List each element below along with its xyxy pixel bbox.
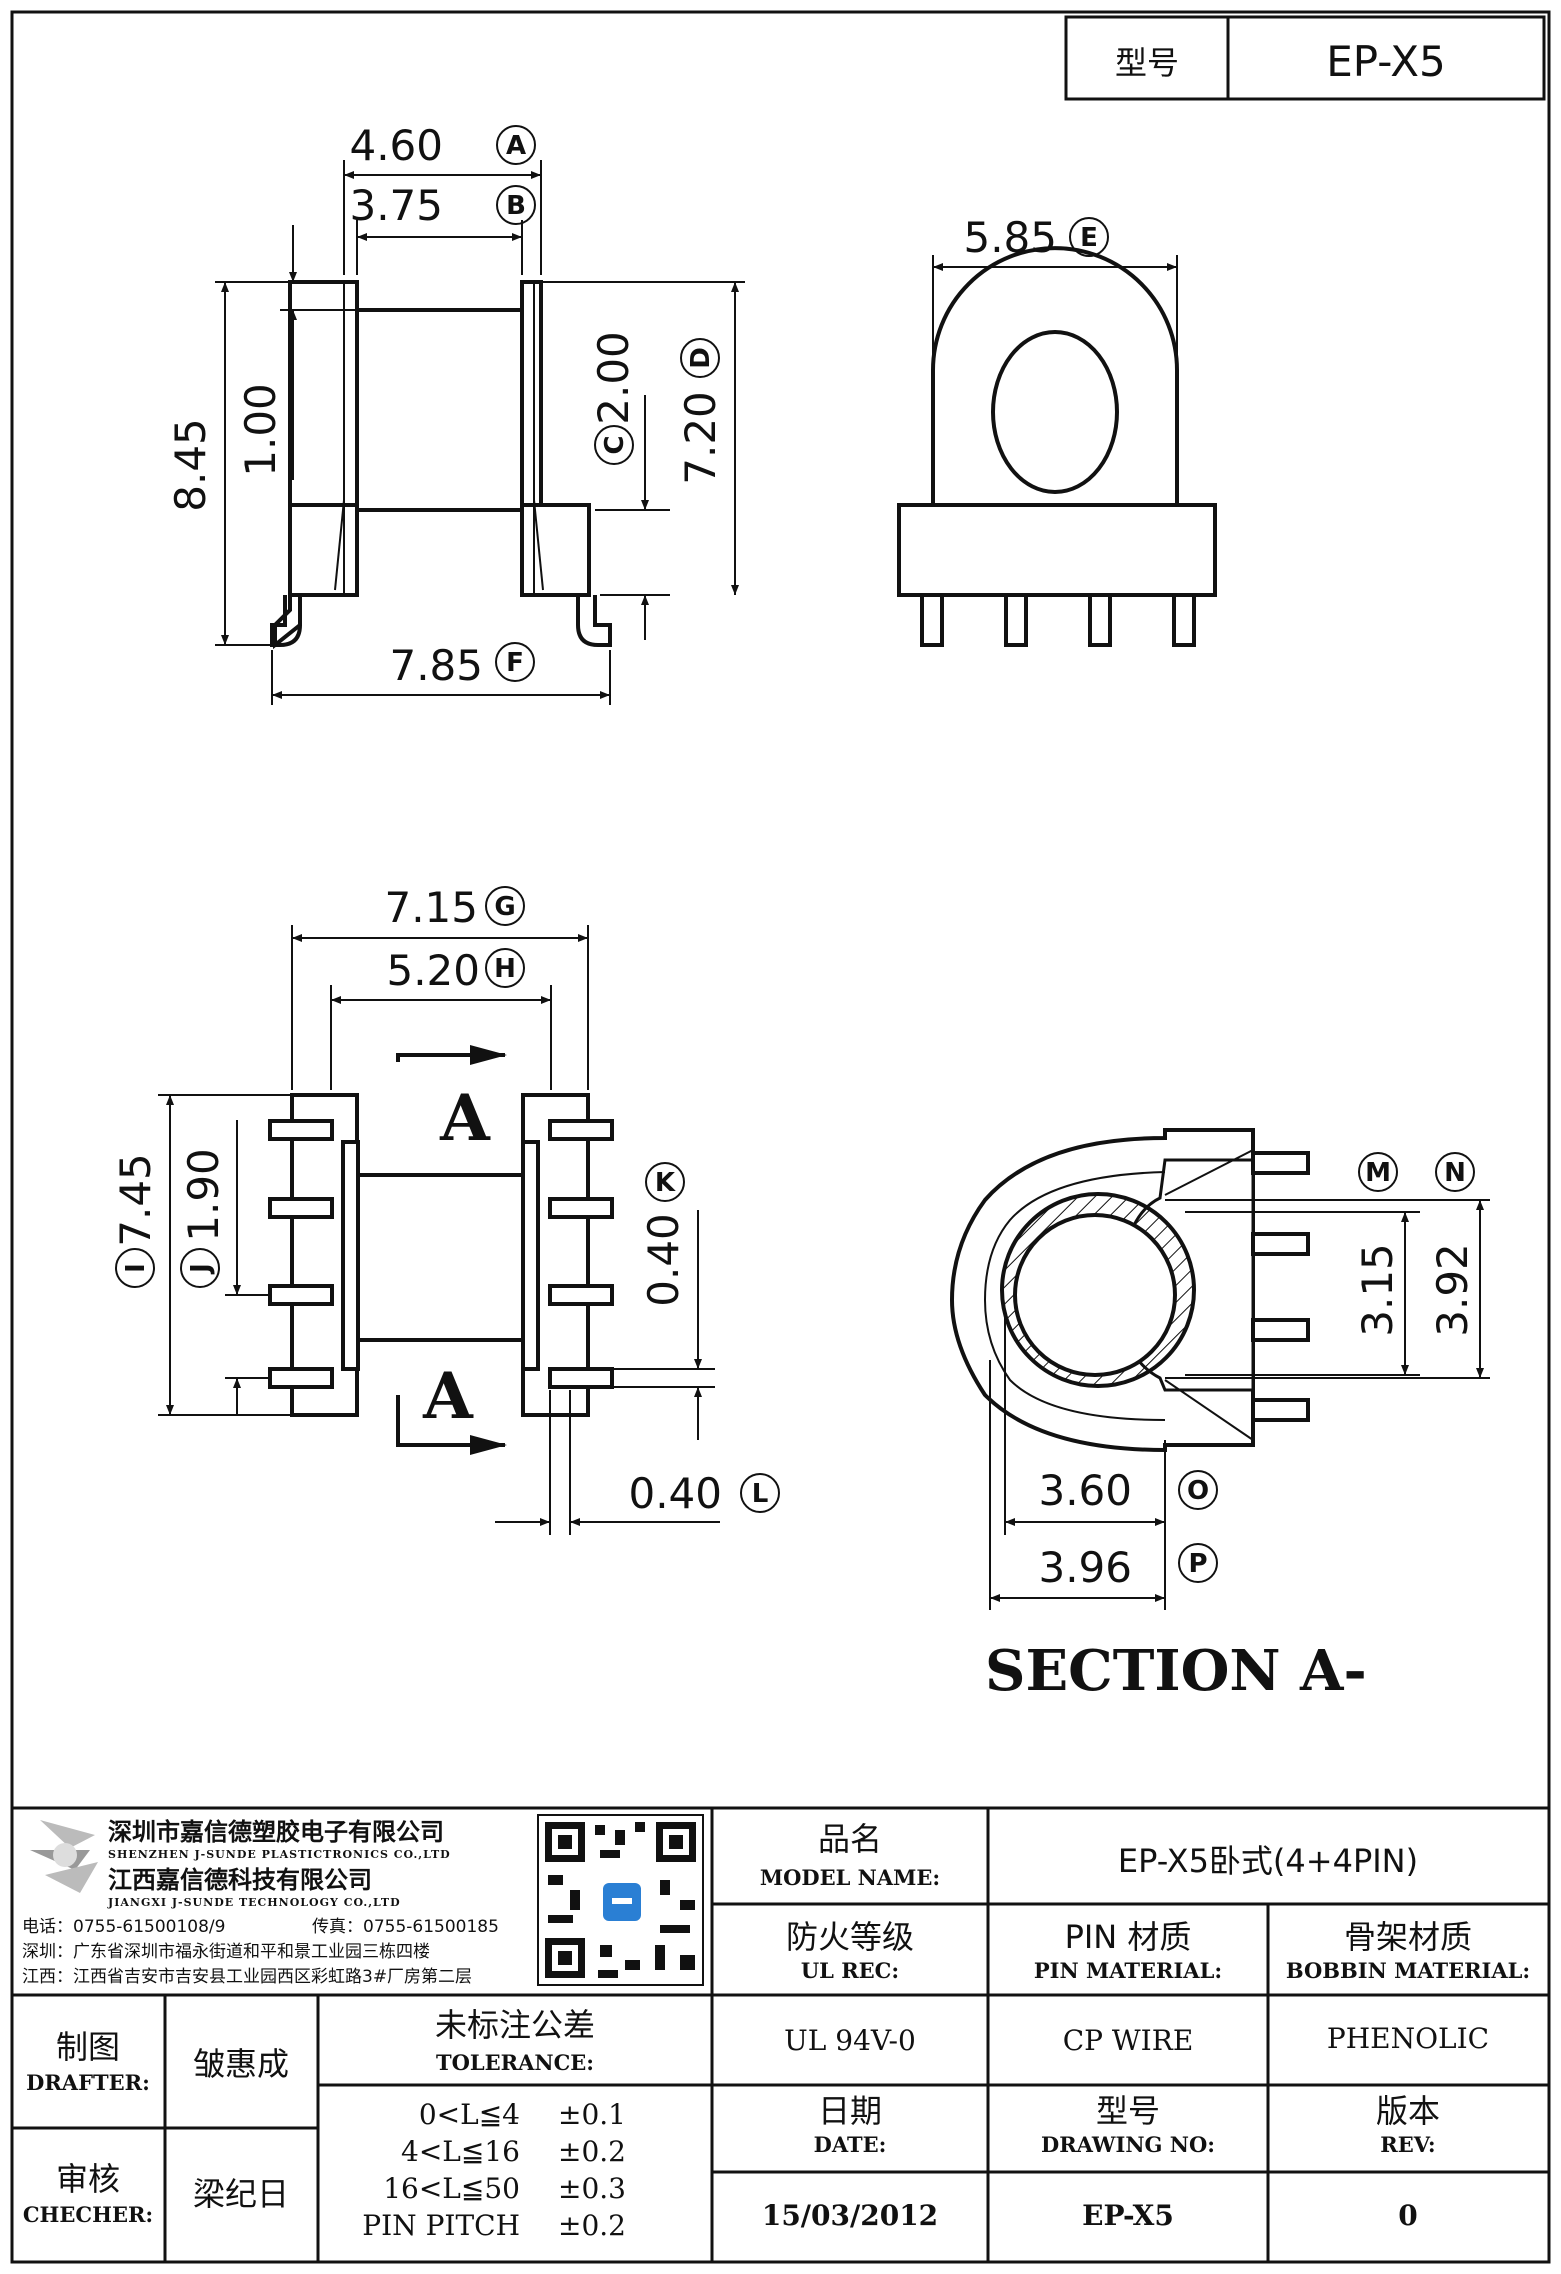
- model-name-en: MODEL NAME:: [760, 1865, 940, 1890]
- dim-f-value: 7.85: [389, 641, 483, 690]
- company-logo: [30, 1820, 98, 1893]
- dim-f-letter: F: [506, 648, 524, 678]
- bobbin-cn: 骨架材质: [1344, 1918, 1472, 1956]
- bobbin-en: BOBBIN MATERIAL:: [1286, 1958, 1530, 1983]
- checker-cn: 审核: [56, 2160, 120, 2198]
- tolerance-value-2: ±0.2: [558, 2135, 626, 2168]
- section-marker-bottom: A: [422, 1359, 474, 1434]
- company-address-shenzhen: 深圳：广东省深圳市福永街道和平和景工业园三栋四楼: [22, 1942, 430, 1962]
- company-name-1: 深圳市嘉信德塑胶电子有限公司: [108, 1818, 444, 1846]
- dim-j-value: 1.90: [179, 1148, 228, 1242]
- front-view-dimensions: 5.85 E: [932, 213, 1178, 365]
- side-view: [270, 280, 612, 650]
- dim-k-letter: K: [655, 1168, 676, 1198]
- dim-a-letter: A: [506, 131, 526, 161]
- dim-height-small: 1.00: [236, 383, 285, 477]
- checker-value: 梁纪日: [193, 2175, 289, 2213]
- dim-c-letter: C: [600, 435, 630, 454]
- company-name-2: 江西嘉信德科技有限公司: [108, 1866, 372, 1894]
- dim-m-letter: M: [1365, 1158, 1391, 1188]
- ul-en: UL REC:: [801, 1958, 899, 1983]
- dim-g-value: 7.15: [384, 883, 478, 932]
- sheet-border: [10, 10, 1551, 2264]
- pin-en: PIN MATERIAL:: [1034, 1958, 1222, 1983]
- drawing-cn: 型号: [1096, 2092, 1160, 2130]
- date-cn: 日期: [818, 2092, 882, 2130]
- company-name-1-en: SHENZHEN J-SUNDE PLASTICTRONICS CO.,LTD: [108, 1848, 451, 1861]
- section-title: SECTION A-: [985, 1638, 1367, 1704]
- tolerance-range-2: 4<L≦16: [401, 2135, 520, 2168]
- dim-height-total: 8.45: [166, 418, 215, 512]
- checker-en: CHECHER:: [23, 2202, 153, 2227]
- tolerance-range-4: PIN PITCH: [362, 2209, 520, 2242]
- tolerance-value-1: ±0.1: [558, 2098, 626, 2131]
- qr-code: [537, 1814, 704, 1986]
- dim-j-letter: J: [186, 1263, 216, 1275]
- tolerance-value-3: ±0.3: [558, 2172, 626, 2205]
- rev-cn: 版本: [1376, 2092, 1440, 2130]
- company-fax: 传真：0755-61500185: [312, 1917, 499, 1937]
- dim-l-letter: L: [752, 1479, 769, 1509]
- dim-n-letter: N: [1444, 1158, 1466, 1188]
- dim-d-letter: D: [686, 347, 716, 369]
- model-name-cn: 品名: [818, 1820, 882, 1858]
- dim-p-letter: P: [1188, 1549, 1207, 1579]
- dim-b-letter: B: [506, 191, 526, 221]
- company-name-2-en: JIANGXI J-SUNDE TECHNOLOGY CO.,LTD: [107, 1896, 401, 1909]
- dim-c-value: 2.00: [589, 331, 638, 425]
- dim-h-letter: H: [494, 954, 516, 984]
- company-phone: 电话：0755-61500108/9: [22, 1917, 225, 1937]
- rev-en: REV:: [1380, 2132, 1435, 2157]
- dim-l-value: 0.40: [628, 1469, 722, 1518]
- section-view: [949, 1128, 1310, 1453]
- dim-o-letter: O: [1187, 1476, 1209, 1506]
- drawing-value: EP-X5: [1082, 2199, 1174, 2232]
- rev-value: 0: [1398, 2199, 1417, 2232]
- ul-value: UL 94V-0: [784, 2024, 916, 2057]
- header-model-value: EP-X5: [1326, 37, 1446, 86]
- dim-k-value: 0.40: [639, 1213, 688, 1307]
- dim-p-value: 3.96: [1038, 1543, 1132, 1592]
- dim-a-value: 4.60: [349, 121, 443, 170]
- title-block: 深圳市嘉信德塑胶电子有限公司 SHENZHEN J-SUNDE PLASTICT…: [10, 1806, 1551, 2264]
- tolerance-range-1: 0<L≦4: [419, 2098, 520, 2131]
- side-view-dimensions: 4.60 A 3.75 B 8.45 1.00 2.00 C 7.20 D 7.…: [166, 121, 745, 705]
- tolerance-value-4: ±0.2: [558, 2209, 626, 2242]
- tolerance-en: TOLERANCE:: [436, 2050, 594, 2075]
- date-value: 15/03/2012: [762, 2199, 938, 2232]
- top-view: A A: [268, 1045, 614, 1455]
- dim-d-value: 7.20: [676, 391, 725, 485]
- dim-392-value: 3.92: [1428, 1243, 1477, 1337]
- section-view-dimensions: M N 3.15 3.92 3.60 O 3.96 P SECTION A-: [985, 1152, 1490, 1704]
- section-marker-top: A: [439, 1081, 491, 1156]
- model-name-value: EP-X5卧式(4+4PIN): [1118, 1842, 1418, 1880]
- ul-cn: 防火等级: [786, 1918, 914, 1956]
- dim-e-value: 5.85: [963, 213, 1057, 262]
- dim-b-value: 3.75: [349, 181, 443, 230]
- tolerance-cn: 未标注公差: [435, 2006, 595, 2044]
- top-view-dimensions: 7.15 G 5.20 H 7.45 I 1.90 J 0.40 K 0.40: [111, 883, 780, 1535]
- dim-e-letter: E: [1080, 223, 1098, 253]
- pin-cn: PIN 材质: [1065, 1918, 1192, 1956]
- drawing-en: DRAWING NO:: [1041, 2132, 1215, 2157]
- header-model-label: 型号: [1115, 44, 1179, 82]
- header-box: 型号 EP-X5: [1064, 15, 1546, 101]
- dim-i-letter: I: [121, 1263, 151, 1273]
- company-address-jiangxi: 江西：江西省吉安市吉安县工业园西区彩虹路3#厂房第二层: [22, 1967, 472, 1987]
- dim-h-value: 5.20: [386, 946, 480, 995]
- date-en: DATE:: [814, 2132, 887, 2157]
- dim-315-value: 3.15: [1353, 1243, 1402, 1337]
- dim-o-value: 3.60: [1038, 1466, 1132, 1515]
- drafter-cn: 制图: [56, 2028, 120, 2066]
- drafter-value: 皱惠成: [193, 2045, 289, 2083]
- dim-g-letter: G: [494, 892, 515, 922]
- bobbin-value: PHENOLIC: [1327, 2022, 1489, 2055]
- tolerance-range-3: 16<L≦50: [383, 2172, 520, 2205]
- pin-value: CP WIRE: [1063, 2024, 1194, 2057]
- drafter-en: DRAFTER:: [26, 2070, 150, 2095]
- front-view: [897, 246, 1217, 647]
- dim-i-value: 7.45: [111, 1153, 160, 1247]
